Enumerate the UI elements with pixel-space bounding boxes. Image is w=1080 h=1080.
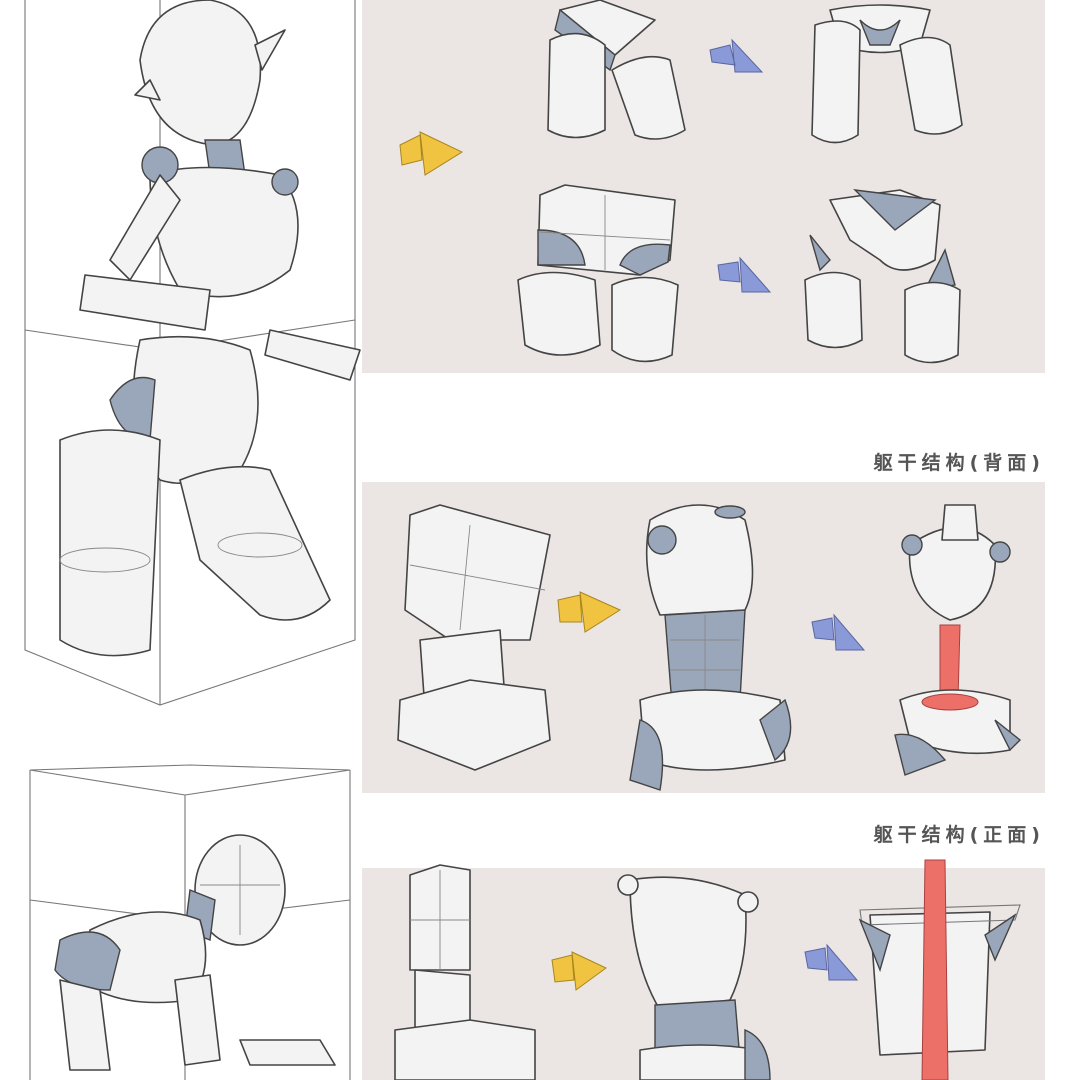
crawling-figure bbox=[29, 764, 351, 1080]
yellow-arrow-icon bbox=[557, 591, 622, 633]
blue-arrow-icon bbox=[717, 256, 772, 293]
yellow-arrow-icon bbox=[551, 951, 607, 991]
yellow-arrow-icon bbox=[399, 131, 464, 176]
torso-back-diagrams bbox=[397, 504, 1022, 791]
kneeling-figure bbox=[24, 0, 361, 706]
pelvis-diagrams bbox=[517, 0, 963, 364]
blue-arrow-icon bbox=[804, 943, 859, 981]
torso-front-label: 躯干结构(正面) bbox=[873, 824, 1045, 846]
torso-back-label: 躯干结构(背面) bbox=[873, 452, 1045, 474]
blue-arrow-icon bbox=[811, 613, 866, 651]
torso-front-diagrams bbox=[394, 859, 1021, 1080]
blue-arrow-icon bbox=[709, 38, 764, 73]
